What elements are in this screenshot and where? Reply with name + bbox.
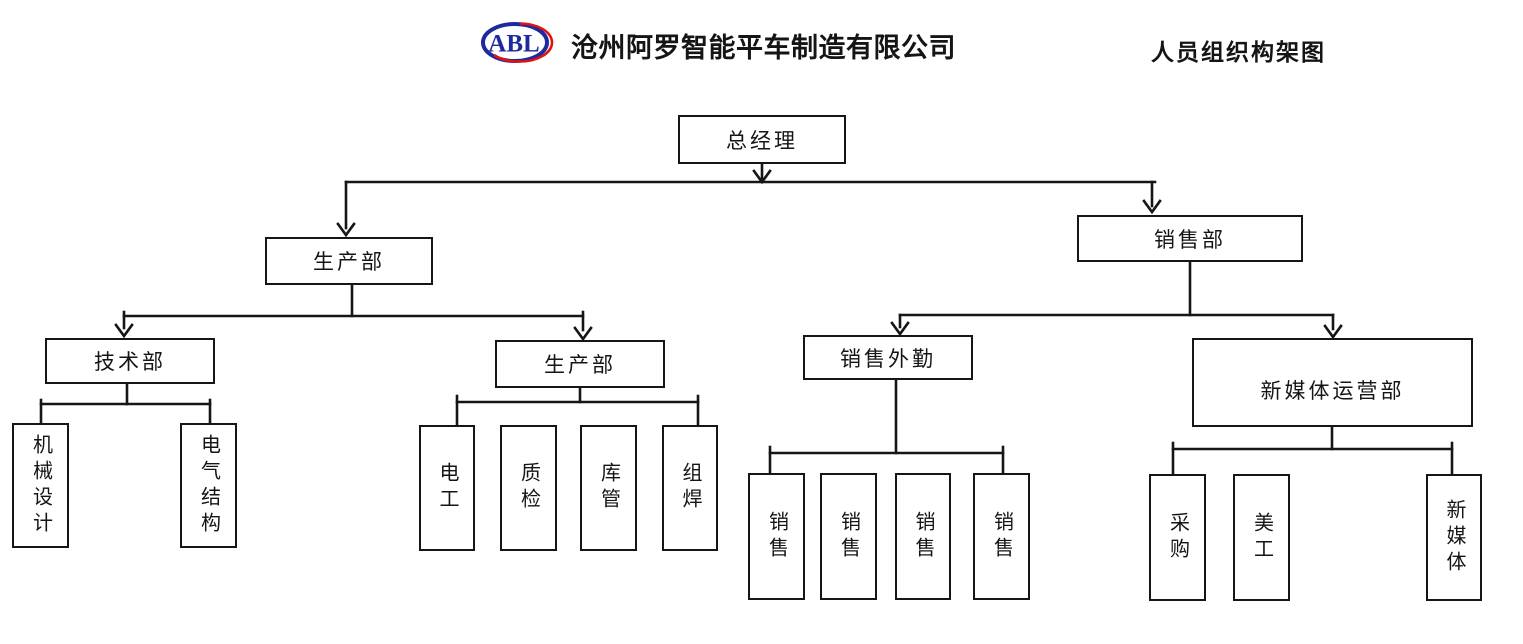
arrowhead-icon bbox=[1323, 324, 1343, 340]
box-label: 库管 bbox=[597, 462, 620, 514]
box-label: 销售 bbox=[765, 510, 788, 563]
box-sales-1: 销售 bbox=[748, 473, 805, 600]
box-label: 新媒体 bbox=[1443, 498, 1465, 577]
box-new-media: 新媒体 bbox=[1426, 474, 1482, 601]
box-label: 质检 bbox=[517, 462, 540, 514]
arrowhead-icon bbox=[1142, 199, 1162, 215]
box-electrical-structure: 电气结构 bbox=[180, 423, 237, 548]
box-technical-dept: 技术部 bbox=[45, 338, 215, 384]
box-sales-3: 销售 bbox=[895, 473, 951, 600]
box-label: 销售 bbox=[837, 510, 860, 563]
box-sales-4: 销售 bbox=[973, 473, 1030, 600]
arrowhead-icon bbox=[336, 222, 356, 238]
logo-red-swoosh-icon bbox=[493, 22, 554, 63]
box-sales-2: 销售 bbox=[820, 473, 877, 600]
chart-title: 人员组织构架图 bbox=[1151, 40, 1326, 65]
box-electrician: 电工 bbox=[419, 425, 475, 551]
box-sales-field: 销售外勤 bbox=[803, 335, 973, 380]
box-label: 总经理 bbox=[726, 128, 798, 153]
company-logo: ABL bbox=[481, 22, 554, 63]
box-art-designer: 美工 bbox=[1233, 474, 1290, 601]
box-label: 电气结构 bbox=[197, 433, 220, 538]
box-warehouse-keeper: 库管 bbox=[580, 425, 637, 551]
box-label: 销售部 bbox=[1154, 227, 1226, 252]
box-mechanical-design: 机械设计 bbox=[12, 423, 69, 548]
box-label: 技术部 bbox=[94, 350, 166, 374]
box-label: 机械设计 bbox=[29, 433, 52, 538]
box-assembly-welding: 组焊 bbox=[662, 425, 718, 551]
box-label: 销售 bbox=[990, 510, 1013, 563]
box-label: 电工 bbox=[436, 462, 458, 514]
box-procurement: 采购 bbox=[1149, 474, 1206, 601]
arrowhead-icon bbox=[890, 321, 910, 337]
box-quality-inspection: 质检 bbox=[500, 425, 557, 551]
company-name: 沧州阿罗智能平车制造有限公司 bbox=[571, 33, 956, 63]
box-sales-dept: 销售部 bbox=[1077, 215, 1303, 262]
box-production-dept: 生产部 bbox=[265, 237, 433, 285]
box-new-media-operations-dept: 新媒体运营部 bbox=[1192, 338, 1473, 427]
box-label: 组焊 bbox=[679, 462, 701, 514]
box-general-manager: 总经理 bbox=[678, 115, 846, 164]
arrowhead-icon bbox=[573, 326, 593, 342]
arrowhead-icon bbox=[752, 169, 772, 185]
box-label: 销售外勤 bbox=[840, 346, 936, 371]
box-production-workshop: 生产部 bbox=[495, 340, 665, 388]
arrowhead-icon bbox=[114, 323, 134, 339]
logo-text: ABL bbox=[488, 31, 539, 58]
box-label: 销售 bbox=[912, 510, 934, 563]
box-label: 美工 bbox=[1250, 511, 1273, 564]
box-label: 新媒体运营部 bbox=[1260, 378, 1405, 403]
box-label: 生产部 bbox=[313, 250, 385, 274]
box-label: 采购 bbox=[1166, 511, 1189, 564]
box-label: 生产部 bbox=[544, 353, 616, 377]
